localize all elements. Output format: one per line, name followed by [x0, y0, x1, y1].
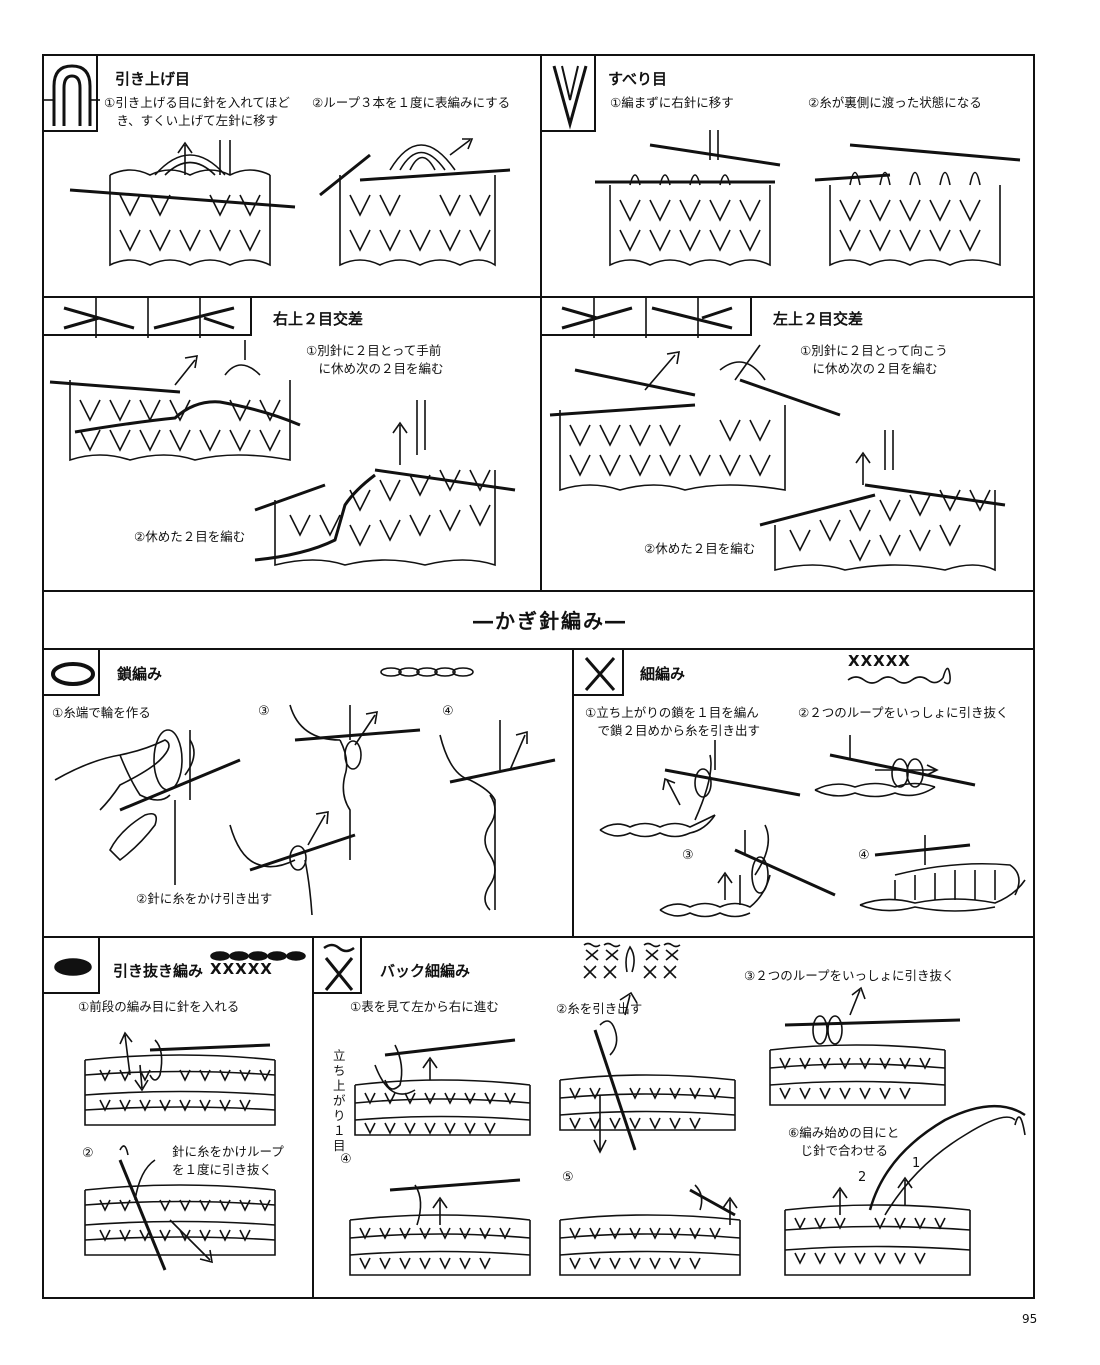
back-label-1: 1: [912, 1156, 921, 1171]
back-num5: ⑤: [562, 1170, 574, 1185]
hikinuki-illustration: [84, 1031, 276, 1271]
hikinuki-symbol-icon: [54, 958, 92, 976]
suberi-illustration: [595, 130, 1021, 267]
hikinuki-title: 引き抜き編み: [113, 962, 204, 980]
hikiage-swatch-2: [319, 138, 511, 267]
migiue-swatch-1: [49, 340, 301, 462]
back-illustration: [349, 986, 1026, 1276]
hikinuki-swatch-1: [84, 1031, 276, 1126]
back-step2: ②糸を引き出す: [556, 1001, 643, 1016]
page-number: 95: [1022, 1312, 1038, 1326]
kusari-step3: [289, 704, 421, 860]
migiue-swatch-2: [254, 400, 516, 567]
suberi-step2: ②糸が裏側に渡った状態になる: [808, 95, 982, 110]
kusari-symbol-icon: [51, 662, 95, 686]
komame-step2-drawing: [814, 735, 976, 798]
hikinuki-symbol-text: XXXXX: [210, 960, 273, 978]
back-label-2: 2: [858, 1170, 867, 1185]
kusari-symbol-box: [42, 648, 100, 696]
hidariue-symbol-box: [540, 296, 752, 338]
komame-symbol-icon: [584, 657, 616, 691]
back-title: バック細編み: [380, 962, 471, 980]
back-step6-drawing: [784, 1104, 1026, 1276]
hikiage-step1: ①引き上げる目に針を入れてほど き、すくい上げて左針に移す: [104, 95, 290, 128]
komame-num3: ③: [682, 848, 694, 863]
divider-crochet-row: [42, 936, 1035, 938]
hikinuki-dots-icon: [210, 951, 306, 961]
kusari-step2: ②針に糸をかけ引き出す: [136, 891, 273, 906]
komame-illustration: [599, 735, 1026, 918]
komame-step3-drawing: [659, 824, 836, 918]
suberi-swatch-2: [814, 143, 1021, 267]
back-symbol-icon: [323, 943, 355, 991]
back-step1-drawing: [354, 1038, 531, 1136]
divider-section-bottom: [42, 648, 1035, 650]
back-symbol-box: [312, 936, 362, 994]
divider-bottom-vertical: [312, 936, 314, 1299]
hikiage-step2: ②ループ３本を１度に表編みにする: [312, 95, 511, 110]
hikiage-title: 引き上げ目: [115, 70, 191, 88]
kusari-step1: ①糸端で輪を作る: [52, 705, 151, 720]
kusari-step2-drawing: [229, 811, 356, 916]
hidariue-swatch-2: [759, 430, 1006, 572]
hikinuki-swatch-2: [84, 1145, 276, 1271]
suberi-step1: ①編まずに右針に移す: [610, 95, 734, 110]
back-step6: ⑥編み始めの目にと じ針で合わせる: [788, 1125, 900, 1158]
suberi-swatch-1: [595, 130, 781, 267]
hidariue-step1: ①別針に２目とって向こう に休め次の２目を編む: [800, 343, 948, 376]
divider-crochet-vertical: [572, 648, 574, 936]
hikiage-symbol-box: [42, 54, 100, 132]
hikinuki-num2: ②: [82, 1146, 94, 1161]
back-vertical-label: 立ち上がり１目: [333, 1048, 346, 1153]
kusari-step4: [439, 720, 556, 911]
hidariue-step2: ②休めた２目を編む: [644, 541, 756, 556]
hidariue-swatch-1: [549, 344, 841, 492]
section-title: ―かぎ針編み―: [473, 609, 627, 633]
kusari-title: 鎖編み: [117, 665, 163, 683]
divider-knit-row1: [42, 296, 1035, 298]
komame-chain-symbol: [847, 667, 951, 685]
suberi-symbol-box: [540, 54, 596, 132]
komame-num4: ④: [858, 848, 870, 863]
hidariue-symbol-icon: [561, 298, 733, 338]
hidariue-title: 左上２目交差: [773, 310, 864, 328]
hikiage-illustration: [69, 138, 511, 267]
migiue-symbol-icon: [63, 298, 235, 338]
migiue-step1: ①別針に２目とって手前 に休め次の２目を編む: [306, 343, 444, 376]
kusari-num3: ③: [258, 704, 270, 719]
komame-symbol-text: XXXXX: [848, 652, 911, 670]
komame-step1-drawing: [599, 740, 801, 838]
kusari-illustration: [54, 704, 556, 916]
back-step3: ③２つのループをいっしょに引き抜く: [744, 968, 955, 983]
back-step4-drawing: [349, 1178, 531, 1276]
kusari-num4: ④: [442, 704, 454, 719]
migiue-symbol-box: [42, 296, 252, 338]
hikinuki-step1: ①前段の編み目に針を入れる: [78, 999, 240, 1014]
hidariue-illustration: [549, 344, 1006, 572]
suberi-title: すべり目: [608, 70, 667, 88]
komame-step1: ①立ち上がりの鎖を１目を編ん で鎖２目めから糸を引き出す: [585, 705, 761, 738]
hikiage-swatch-1: [69, 140, 296, 267]
back-step1: ①表を見て左から右に進む: [350, 999, 499, 1014]
migiue-title: 右上２目交差: [273, 310, 364, 328]
komame-step4-drawing: [859, 835, 1026, 912]
back-symbol-grid-icon: [583, 942, 681, 979]
back-step2-drawing: [559, 991, 736, 1154]
back-step3-drawing: [769, 986, 961, 1106]
migiue-illustration: [49, 340, 516, 567]
komame-title: 細編み: [640, 665, 686, 683]
migiue-step2: ②休めた２目を編む: [134, 529, 246, 544]
back-step5-drawing: [559, 1184, 741, 1276]
hikiage-symbol-icon: [44, 64, 100, 126]
komame-symbol-box: [572, 648, 624, 696]
kusari-hand: [54, 729, 241, 885]
divider-section-top: [42, 590, 1035, 592]
kusari-chain-icon: [380, 667, 474, 677]
hikinuki-symbol-box: [42, 936, 100, 994]
hikinuki-step2: 針に糸をかけループ を１度に引き抜く: [172, 1144, 284, 1177]
komame-step2: ②２つのループをいっしょに引き抜く: [798, 705, 1009, 720]
suberi-symbol-icon: [552, 65, 588, 130]
back-num4: ④: [340, 1152, 352, 1167]
